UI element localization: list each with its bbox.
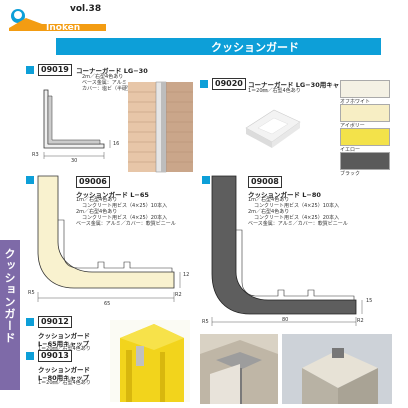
- lg30-installation-photo: [128, 81, 193, 173]
- product-code-09006: 09006: [76, 176, 110, 188]
- product-code-09012: 09012: [38, 316, 72, 328]
- swatch-black: [340, 152, 390, 170]
- swatch-off-white: [340, 80, 390, 98]
- l65-profile-drawing: [37, 175, 181, 302]
- dim-r5: R5: [202, 319, 209, 325]
- spec-line: 1m／右型4色あり: [248, 197, 290, 203]
- product-name-09020: コーナーガード LG−30用キャップ: [248, 81, 353, 89]
- spec-line: コンクリート用ビス（4×25）20本入: [82, 215, 168, 221]
- dim-80: 80: [282, 317, 289, 323]
- product-marker: [26, 66, 34, 74]
- product-name-line: L−65用キャップ: [38, 340, 90, 348]
- swatch-label: アイボリー: [340, 123, 365, 129]
- logo-text: Inoken: [46, 23, 80, 33]
- yellow-cap-photo: [110, 320, 190, 402]
- installation-photo-1: [200, 334, 278, 404]
- lg30-profile-drawing: [43, 89, 111, 159]
- swatch-yellow: [340, 128, 390, 146]
- l80-profile-drawing: [211, 175, 363, 326]
- product-code-09020: 09020: [212, 78, 246, 90]
- dim-r5: R5: [28, 290, 35, 296]
- swatch-label: オフホワイト: [340, 99, 371, 105]
- product-marker: [26, 318, 34, 326]
- product-code-09013: 09013: [38, 350, 72, 362]
- spec-line: ベース金属：アルミ: [82, 80, 127, 86]
- product-marker: [200, 80, 208, 88]
- spec-line: ベース金属：アルミ／カバー：軟質ビニール: [76, 221, 176, 227]
- dim-12: 12: [183, 272, 190, 278]
- spec-line: ベース金属：アルミ／カバー：軟質ビニール: [248, 221, 348, 227]
- spec-line: 1＝20㎜／右型4色あり: [38, 380, 91, 386]
- title-bar: クッションガード: [56, 38, 381, 55]
- product-name-line: クッションガード: [38, 332, 90, 340]
- swatch-label: イエロー: [340, 147, 360, 153]
- spec-line: コンクリート用ビス（4×25）20本入: [254, 215, 340, 221]
- spec-line: コンクリート用ビス（4×25）10本入: [82, 203, 168, 209]
- dim-16: 16: [113, 141, 120, 147]
- spec-line: 1＝20㎜／右型4色あり: [248, 88, 301, 94]
- side-tab-label: クッションガード: [3, 248, 16, 344]
- dim-r3: R3: [32, 152, 39, 158]
- page-title: クッションガード: [211, 41, 299, 54]
- product-name-line: L−80用キャップ: [38, 374, 90, 382]
- product-code-09019: 09019: [38, 64, 72, 76]
- spec-line: カバー：塩ビ（半硬質）: [82, 86, 138, 92]
- spec-line: 2m／右型4色あり: [76, 209, 118, 215]
- dim-r2: R2: [175, 292, 182, 298]
- spec-line: 1m／右型4色あり: [76, 197, 118, 203]
- product-marker: [202, 176, 210, 184]
- spec-line: 2m／右型4色あり: [248, 209, 290, 215]
- product-name-09019: コーナーガード LG−30: [76, 67, 148, 75]
- product-name-09006: クッションガード L−65: [76, 191, 149, 199]
- spec-line: 1＝20㎜／右型4色あり: [38, 346, 91, 352]
- dim-15: 15: [366, 298, 373, 304]
- dim-r2: R2: [357, 318, 364, 324]
- swatch-label: ブラック: [340, 171, 361, 177]
- product-code-09008: 09008: [248, 176, 282, 188]
- swatch-ivory: [340, 104, 390, 122]
- spec-line: 2m／右型4色あり: [82, 74, 124, 80]
- product-name-09008: クッションガード L−80: [248, 191, 321, 199]
- product-marker: [26, 176, 34, 184]
- spec-line: コンクリート用ビス（4×25）10本入: [254, 203, 340, 209]
- dim-65: 65: [104, 301, 111, 307]
- lg30-cap-photo: [245, 109, 301, 148]
- installation-photo-2: [282, 334, 392, 404]
- side-tab[interactable]: クッションガード: [0, 240, 20, 390]
- product-marker: [26, 352, 34, 360]
- dim-30: 30: [71, 158, 78, 164]
- volume-label: vol.38: [70, 4, 102, 14]
- inoken-logo: Inoken: [9, 9, 106, 33]
- product-name-line: クッションガード: [38, 366, 90, 374]
